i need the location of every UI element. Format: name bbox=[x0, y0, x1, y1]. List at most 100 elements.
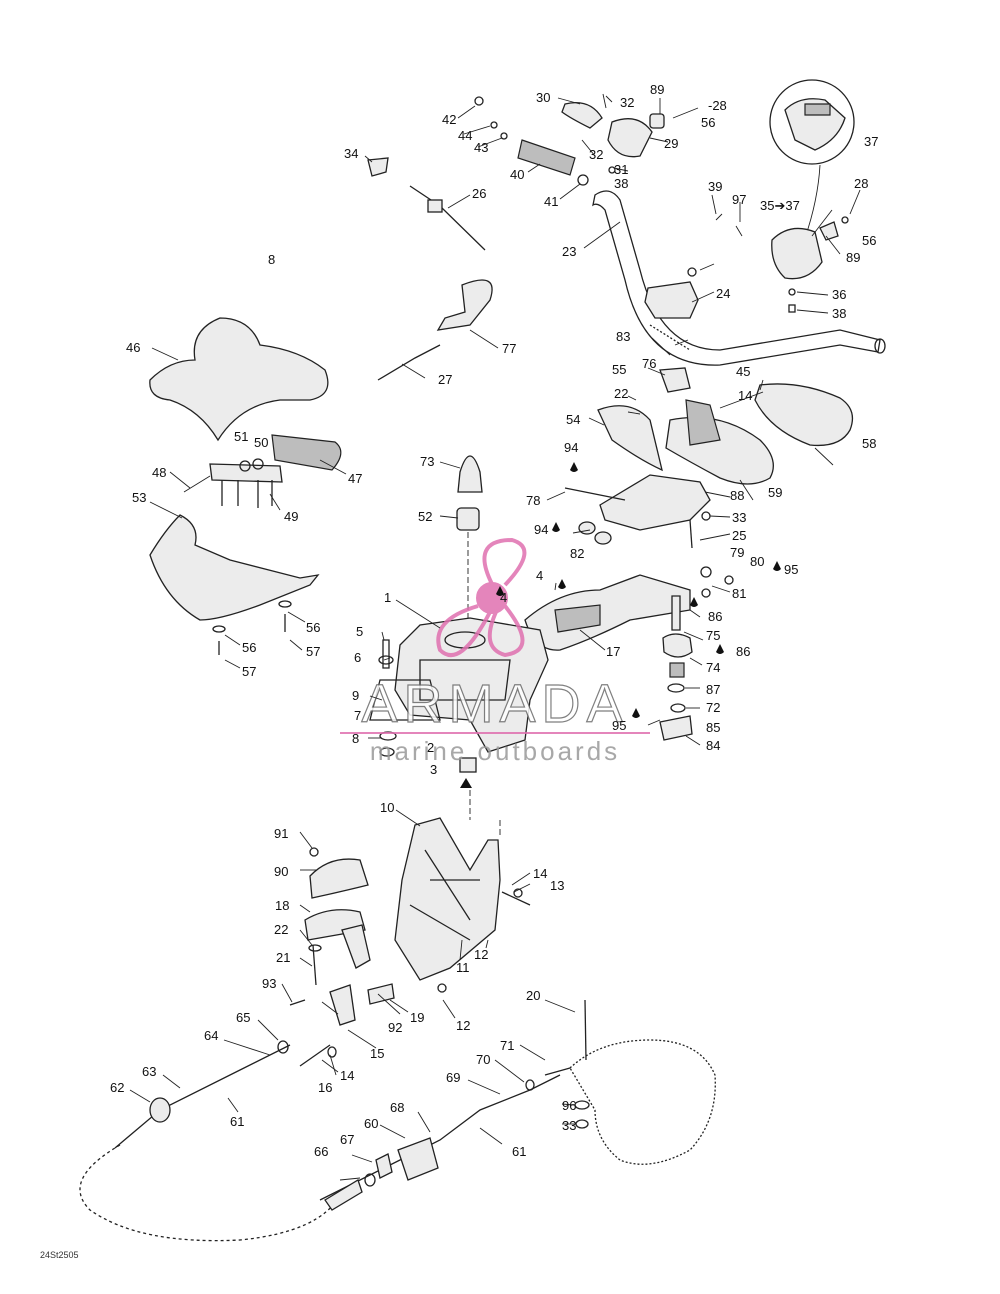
callout-c86b: 86 bbox=[736, 644, 750, 659]
callout-c31: 31 bbox=[614, 162, 628, 177]
callout-c77: 77 bbox=[502, 341, 516, 356]
callout-c45: 45 bbox=[736, 364, 750, 379]
callout-c41: 41 bbox=[544, 194, 558, 209]
part-54 bbox=[597, 405, 663, 472]
callout-c56a: 56 bbox=[701, 115, 715, 130]
callout-c35: 35➔37 bbox=[760, 198, 800, 213]
callout-c44: 44 bbox=[458, 128, 472, 143]
part-58-pad bbox=[754, 383, 854, 447]
callout-c47: 47 bbox=[348, 471, 362, 486]
part-53-cover bbox=[149, 514, 320, 621]
callout-c36: 36 bbox=[832, 287, 846, 302]
callout-c22a: 22 bbox=[614, 386, 628, 401]
callout-c12b: 12 bbox=[456, 1018, 470, 1033]
adhesive-marker-icon bbox=[632, 708, 640, 718]
callout-c13: 13 bbox=[550, 878, 564, 893]
callout-c32a: 32 bbox=[620, 95, 634, 110]
callout-c20: 20 bbox=[526, 988, 540, 1003]
callout-c60: 60 bbox=[364, 1116, 378, 1131]
callout-c90: 90 bbox=[274, 864, 288, 879]
adhesive-marker-icon bbox=[558, 579, 566, 589]
callout-c27: 27 bbox=[438, 372, 452, 387]
callout-c28b: 28 bbox=[854, 176, 868, 191]
leader-lines bbox=[129, 95, 861, 1181]
callout-c56b: 56 bbox=[862, 233, 876, 248]
callout-c39: 39 bbox=[708, 179, 722, 194]
callout-c8b: 8 bbox=[352, 731, 359, 746]
part-90 bbox=[309, 858, 369, 899]
callout-c42: 42 bbox=[442, 112, 456, 127]
part-47 bbox=[271, 434, 342, 471]
callout-c1: 1 bbox=[384, 590, 391, 605]
callout-c81: 81 bbox=[732, 586, 746, 601]
callout-c89b: 89 bbox=[846, 250, 860, 265]
part-49 bbox=[209, 463, 283, 483]
callout-c95b: 95 bbox=[612, 718, 626, 733]
callout-c8: 8 bbox=[268, 252, 275, 267]
part-35-housing bbox=[771, 227, 823, 280]
callout-c6: 6 bbox=[354, 650, 361, 665]
callout-c68: 68 bbox=[390, 1100, 404, 1115]
callout-c49: 49 bbox=[284, 509, 298, 524]
adhesive-marker-icon bbox=[716, 644, 724, 654]
callout-c29: 29 bbox=[664, 136, 678, 151]
callout-c28a: -28 bbox=[708, 98, 727, 113]
callout-c15: 15 bbox=[370, 1046, 384, 1061]
callout-c24: 24 bbox=[716, 286, 730, 301]
callout-c34: 34 bbox=[344, 146, 358, 161]
part-nozzle bbox=[569, 1039, 716, 1165]
callout-c88: 88 bbox=[730, 488, 744, 503]
callout-c94b: 94 bbox=[534, 522, 548, 537]
part-52 bbox=[456, 507, 480, 531]
callout-c4a: 4 bbox=[536, 568, 543, 583]
callout-c64: 64 bbox=[204, 1028, 218, 1043]
callout-c96: 96 bbox=[562, 1098, 576, 1113]
watermark-brand: ARMADA bbox=[361, 674, 628, 734]
callout-c56c: 56 bbox=[306, 620, 320, 635]
callout-c33a: 33 bbox=[732, 510, 746, 525]
part-46-seat bbox=[149, 317, 329, 442]
callout-c85: 85 bbox=[706, 720, 720, 735]
callout-c37: 37 bbox=[864, 134, 878, 149]
callout-c94a: 94 bbox=[564, 440, 578, 455]
callout-c21: 21 bbox=[276, 950, 290, 965]
callout-c14b: 14 bbox=[533, 866, 547, 881]
callout-c69: 69 bbox=[446, 1070, 460, 1085]
callout-c74: 74 bbox=[706, 660, 720, 675]
callout-c56d: 56 bbox=[242, 640, 256, 655]
part-40-grip bbox=[517, 139, 576, 176]
callout-c4b: 4 bbox=[500, 590, 507, 605]
callout-c30: 30 bbox=[536, 90, 550, 105]
callout-c66: 66 bbox=[314, 1144, 328, 1159]
callout-c18: 18 bbox=[275, 898, 289, 913]
part-30 bbox=[561, 101, 603, 129]
adhesive-marker-icon bbox=[690, 597, 698, 607]
callout-c82: 82 bbox=[570, 546, 584, 561]
callout-c61b: 61 bbox=[512, 1144, 526, 1159]
callout-c89a: 89 bbox=[650, 82, 664, 97]
adhesive-marker-icon bbox=[552, 522, 560, 532]
part-77 bbox=[436, 279, 493, 331]
callout-c73: 73 bbox=[420, 454, 434, 469]
callout-c23: 23 bbox=[562, 244, 576, 259]
callout-c53: 53 bbox=[132, 490, 146, 505]
detail-magnifier bbox=[769, 79, 855, 165]
callout-c55: 55 bbox=[612, 362, 626, 377]
callout-c26: 26 bbox=[472, 186, 486, 201]
callout-c95a: 95 bbox=[784, 562, 798, 577]
part-29 bbox=[607, 118, 653, 158]
watermark-propeller-icon bbox=[436, 537, 527, 658]
callout-labels: 1234456788910111212131414141516171819202… bbox=[110, 82, 878, 1159]
callout-c22b: 22 bbox=[274, 922, 288, 937]
callout-c65: 65 bbox=[236, 1010, 250, 1025]
callout-c3: 3 bbox=[430, 762, 437, 777]
callout-c58: 58 bbox=[862, 436, 876, 451]
callout-c54: 54 bbox=[566, 412, 580, 427]
callout-c59: 59 bbox=[768, 485, 782, 500]
callout-c17: 17 bbox=[606, 644, 620, 659]
callout-c86a: 86 bbox=[708, 609, 722, 624]
callout-c14a: 14 bbox=[738, 388, 752, 403]
part-61-cable-left bbox=[114, 1044, 291, 1149]
callout-c97: 97 bbox=[732, 192, 746, 207]
